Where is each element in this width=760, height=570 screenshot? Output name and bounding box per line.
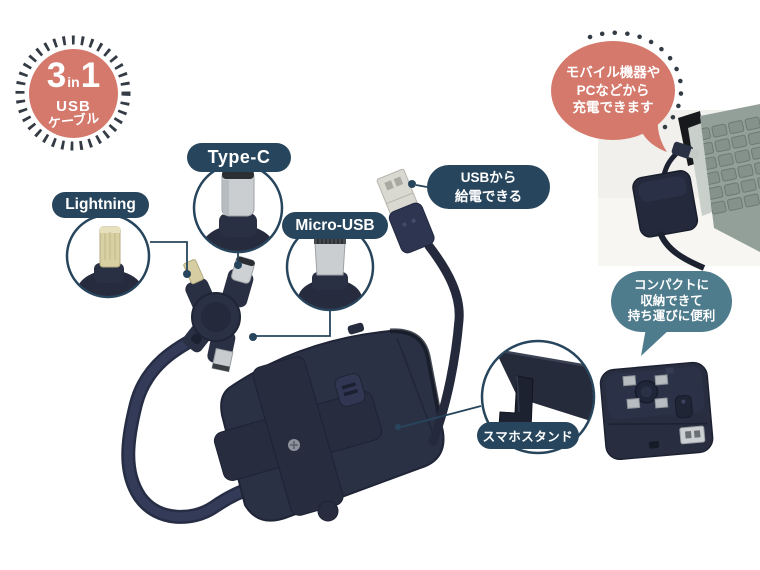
micro-usb-tip (211, 347, 234, 373)
compact-folded-product-photo (599, 361, 714, 461)
badge-usb: USB (56, 98, 91, 115)
compact-line1: コンパクトに (633, 278, 709, 293)
usb-power-callout: USBから 給電できる (427, 165, 550, 209)
compact-side-button (674, 394, 693, 419)
badge-in: in (67, 74, 80, 90)
cable-head (183, 256, 256, 373)
folded-usb-a-metal (679, 425, 706, 445)
callout-dots (183, 180, 416, 430)
case-button (334, 373, 366, 407)
charge-line2: PCなどから (576, 82, 650, 98)
charge-line3: 充電できます (572, 100, 654, 116)
compact-bubble-tail (641, 328, 671, 356)
compact-line3: 持ち運びに便利 (627, 309, 716, 324)
compact-storage-bubble: コンパクトに 収納できて 持ち運びに便利 (611, 271, 732, 332)
stand-hook-folded (317, 500, 339, 522)
badge-tick-ring (15, 35, 131, 151)
charge-sources-bubble: モバイル機器や PCなどから 充電できます (551, 41, 675, 140)
bubble-dotted-arc (587, 30, 684, 131)
laptop-photo (598, 104, 760, 271)
label-type-c: Type-C (187, 143, 291, 172)
badge-cable: ケーブル (47, 110, 100, 131)
charge-line1: モバイル機器や (565, 65, 661, 81)
badge-1: 1 (80, 56, 101, 95)
usb-a-plug (376, 168, 435, 254)
folded-connector-tabs (622, 374, 669, 409)
type-c-connector-photo (192, 162, 284, 254)
plugged-product-body (632, 170, 699, 238)
label-phone-stand: スマホスタンド (477, 422, 579, 449)
label-lightning: Lightning (52, 192, 149, 218)
usb-power-line1: USBから (460, 170, 517, 185)
flat-cable (121, 327, 265, 524)
callout-lines (150, 184, 482, 428)
usb-plug-in-laptop (671, 141, 700, 160)
main-case (213, 322, 445, 522)
label-micro-usb: Micro-USB (282, 212, 388, 239)
keyboard-keys (700, 116, 760, 215)
usb-power-line2: 給電できる (454, 189, 523, 204)
badge-3: 3 (46, 56, 67, 95)
lightning-connector-photo (65, 213, 151, 299)
compact-line2: 収納できて (640, 293, 703, 308)
round-cable (424, 241, 464, 446)
micro-usb-connector-photo (285, 222, 375, 312)
